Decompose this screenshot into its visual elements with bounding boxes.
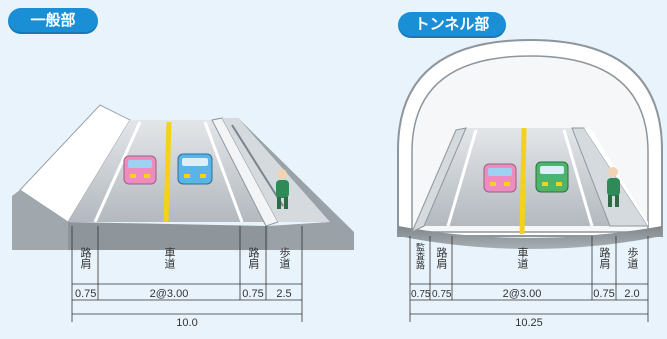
tunnel-car-pink [483, 163, 517, 193]
tunnel-pedestrian [607, 167, 620, 207]
tunnel-seg-value-2: 0.75 [432, 289, 452, 300]
general-seg-label-2: 車道 [163, 246, 176, 269]
general-seg-value-4: 2.5 [276, 288, 291, 300]
general-seg-label-3: 路肩 [247, 247, 260, 270]
tunnel-seg-label-1: 監査路 [415, 241, 425, 270]
general-seg-label-1: 路肩 [79, 247, 92, 270]
tunnel-car-green [535, 161, 569, 193]
general-seg-label-4: 歩道 [278, 246, 291, 269]
general-sidewalk [222, 118, 330, 222]
tunnel-section-title: トンネル部 [398, 12, 506, 38]
general-dimension-table [71, 226, 303, 322]
tunnel-invert [398, 226, 662, 249]
right-bank [238, 118, 354, 250]
center-line [163, 121, 172, 223]
tunnel-seg-label-3: 車道 [516, 246, 529, 269]
general-seg-value-1: 0.75 [75, 288, 96, 300]
pedestrian [276, 169, 289, 209]
general-seg-value-2: 2@3.00 [150, 288, 189, 300]
inspection-path [410, 127, 467, 234]
tunnel-edge-line-right [562, 129, 594, 227]
tunnel-seg-label-5: 歩道 [626, 246, 639, 269]
tunnel-center-line [519, 127, 527, 235]
tunnel-seg-value-5: 2.0 [624, 288, 639, 300]
tunnel-seg-label-4: 路肩 [598, 247, 611, 270]
tunnel-dimension-table [409, 236, 649, 322]
general-seg-value-3: 0.75 [242, 288, 263, 300]
general-total: 10.0 [176, 317, 197, 329]
general-road-illustration [12, 104, 354, 250]
tunnel-seg-value-4: 0.75 [593, 288, 614, 300]
tunnel-seg-label-2: 路肩 [435, 247, 448, 270]
tunnel-seg-value-3: 2@3.00 [503, 288, 542, 300]
tunnel-edge-line-left [446, 129, 478, 227]
general-section-title: 一般部 [8, 8, 98, 34]
edge-line-left [93, 121, 142, 223]
edge-line-right [203, 121, 244, 223]
tunnel-labels: 監査路 路肩 車道 路肩 歩道 0.75 0.75 2@3.00 0.75 2.… [411, 241, 640, 329]
tunnel-illustration [397, 38, 663, 249]
tunnel-total: 10.25 [515, 317, 543, 329]
guardrail [231, 124, 284, 207]
tunnel-sidewalk-curb [584, 128, 648, 226]
tunnel-seg-value-1: 0.75 [411, 289, 431, 300]
ground-base [68, 222, 268, 250]
left-embankment-face [12, 190, 68, 250]
car-pink [123, 155, 157, 185]
general-labels: 路肩 車道 路肩 歩道 0.75 2@3.00 0.75 2.5 10.0 [75, 246, 292, 329]
car-blue [177, 153, 213, 185]
